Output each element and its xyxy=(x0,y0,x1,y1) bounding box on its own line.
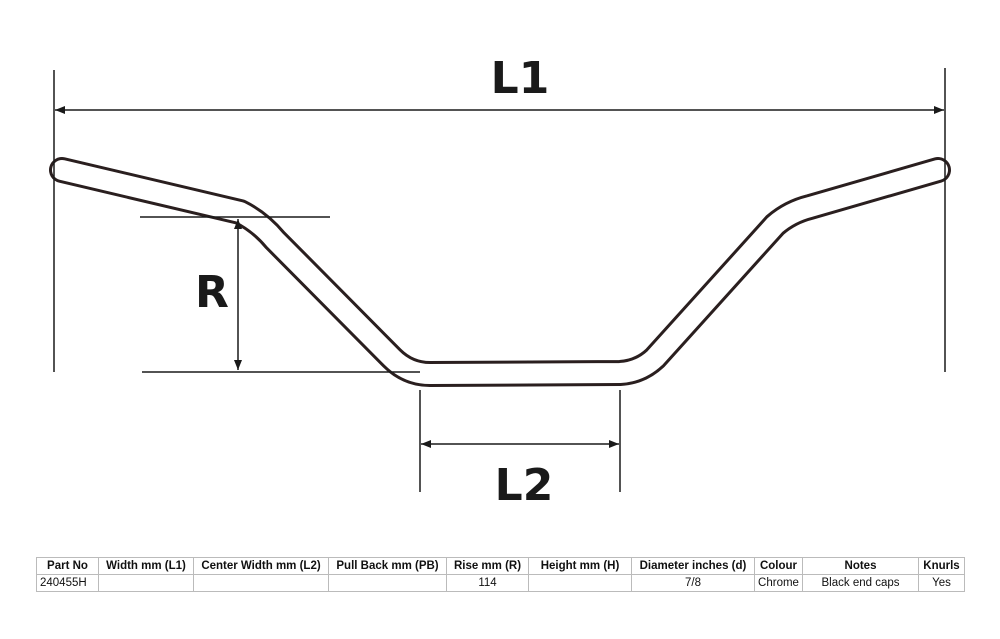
cell-diameter: 7/8 xyxy=(631,574,755,592)
l2-label: L2 xyxy=(495,460,554,511)
cell-notes: Black end caps xyxy=(802,574,919,592)
header-diameter: Diameter inches (d) xyxy=(631,557,755,575)
cell-knurls: Yes xyxy=(918,574,965,592)
cell-colour: Chrome xyxy=(754,574,803,592)
header-colour: Colour xyxy=(754,557,803,575)
cell-rise: 114 xyxy=(446,574,529,592)
cell-width xyxy=(98,574,194,592)
header-height: Height mm (H) xyxy=(528,557,632,575)
l1-label: L1 xyxy=(491,53,550,104)
cell-center-width xyxy=(193,574,329,592)
header-rise: Rise mm (R) xyxy=(446,557,529,575)
header-part-no: Part No xyxy=(36,557,99,575)
header-notes: Notes xyxy=(802,557,919,575)
table-header-row: Part No Width mm (L1) Center Width mm (L… xyxy=(36,557,965,575)
cell-pull-back xyxy=(328,574,447,592)
header-knurls: Knurls xyxy=(918,557,965,575)
cell-part-no: 240455H xyxy=(36,574,99,592)
table-row: 240455H 114 7/8 Chrome Black end caps Ye… xyxy=(36,574,965,592)
specs-table: Part No Width mm (L1) Center Width mm (L… xyxy=(36,557,965,592)
handlebar-diagram: L1 R L2 xyxy=(49,53,951,511)
r-label: R xyxy=(195,267,229,318)
header-pull-back: Pull Back mm (PB) xyxy=(328,557,447,575)
handlebar-shape xyxy=(49,157,951,387)
header-width: Width mm (L1) xyxy=(98,557,194,575)
cell-height xyxy=(528,574,632,592)
header-center-width: Center Width mm (L2) xyxy=(193,557,329,575)
